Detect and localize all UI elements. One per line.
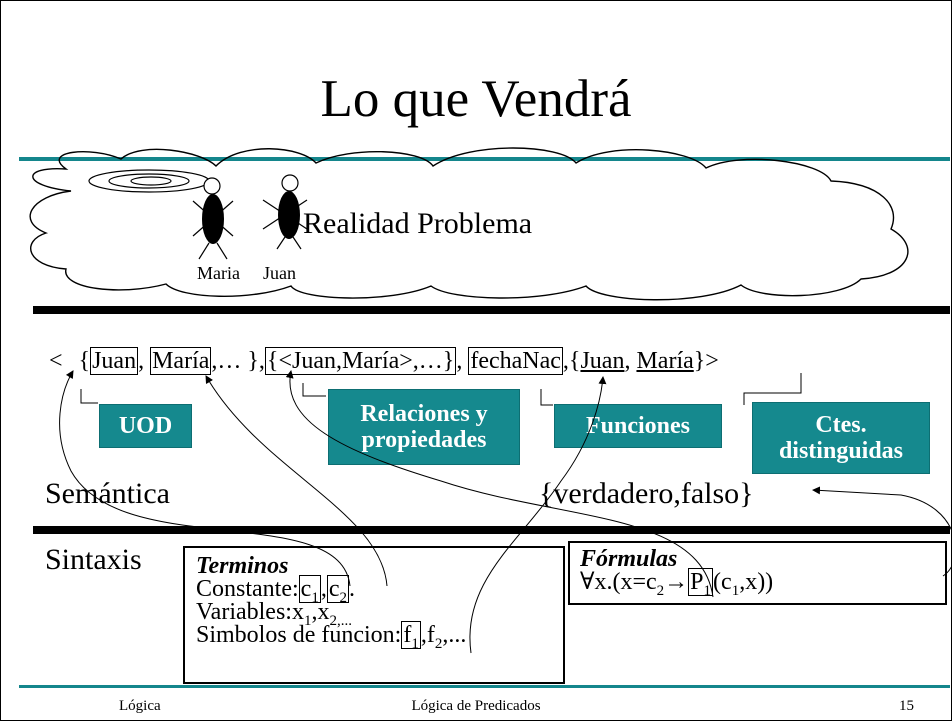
formulas-panel: Fórmulas ∀x.(x=c2→P1(c1,x)): [568, 541, 947, 605]
constant-c2: c2: [326, 575, 349, 606]
tuple-sep: ,: [456, 348, 469, 374]
function-end: ,...: [442, 622, 467, 648]
person-maria-figure: [192, 177, 234, 260]
functions-bracket: [540, 389, 553, 406]
semantic-tuple: < {Juan, María,… },{<Juan,María>,…}, fec…: [49, 346, 719, 376]
uod-maria: María: [150, 347, 212, 375]
formula-args-open: (c: [713, 569, 732, 595]
page-number: 15: [899, 698, 914, 714]
x2-sub: 2,...: [329, 612, 352, 629]
distinguished-open: ,{: [562, 348, 581, 374]
relations-bracket: [302, 383, 326, 397]
function-mid: ,f: [420, 622, 435, 648]
cloud-swirl-mid: [108, 173, 190, 189]
relations-set: {<Juan,María>,…}: [264, 347, 457, 375]
tuple-close: }>: [693, 348, 719, 374]
variables-line: Variables:x1,x2,...: [196, 599, 563, 628]
distinguished-maria: María: [636, 348, 694, 374]
distinguished-juan: Juan: [580, 348, 625, 374]
formula-prefix: ∀x.(x=c: [580, 569, 657, 595]
function-fechanac: fechaNac: [468, 347, 563, 375]
tag-relations-line2: propiedades: [361, 427, 487, 453]
formula-c1-sub: 1: [731, 582, 740, 599]
cloud-swirl-outer: [88, 169, 210, 193]
uod-sep: ,: [138, 348, 151, 374]
tag-distinguished-constants: Ctes. distinguidas: [752, 402, 930, 474]
cloud-outline: [29, 147, 909, 301]
tag-functions: Funciones: [554, 404, 722, 448]
tag-uod: UOD: [99, 404, 192, 448]
tuple-open: <: [49, 348, 63, 374]
constants-line: Constante:c1,c2.: [196, 575, 563, 606]
semantics-label: Semántica: [45, 477, 170, 510]
formula-rest: ,x)): [739, 569, 774, 595]
set-open: {: [78, 348, 91, 374]
tag-relations: Relaciones y propiedades: [328, 389, 520, 465]
title-divider: [19, 157, 950, 161]
cloud-swirl-inner: [130, 176, 172, 186]
terms-panel: Terminos Constante:c1,c2. Variables:x1,x…: [183, 546, 565, 684]
truth-values: {verdadero,falso}: [539, 477, 754, 510]
slide-title: Lo que Vendrá: [320, 70, 632, 128]
uod-bracket: [80, 389, 98, 404]
uod-juan: Juan: [90, 347, 139, 375]
syntax-label: Sintaxis: [45, 543, 142, 576]
footer-left: Lógica: [119, 698, 161, 714]
formula-line: ∀x.(x=c2→P1(c1,x)): [580, 568, 945, 599]
person-juan-figure: [262, 174, 308, 250]
person-label-juan: Juan: [263, 263, 296, 283]
distinguished-sep: ,: [624, 348, 637, 374]
uod-ellipsis: ,… },: [211, 348, 265, 374]
tag-relations-line1: Relaciones y: [360, 401, 488, 427]
implies-symbol: →: [664, 569, 689, 595]
footer-divider: [19, 685, 950, 688]
ctes-bracket: [743, 373, 802, 405]
constants-end: .: [348, 576, 355, 602]
f2-sub: 2: [434, 635, 443, 652]
variables-label: Variables:x: [196, 599, 304, 625]
cloud-label: Realidad Problema: [303, 207, 533, 240]
function-symbols-line: Simbolos de funcion:f1,f2,...: [196, 621, 563, 652]
predicate-p1: P1: [688, 568, 714, 599]
function-f1: f1: [401, 621, 421, 652]
reality-cloud: [29, 147, 909, 301]
variables-mid: ,x: [311, 599, 330, 625]
formulas-title: Fórmulas: [580, 546, 678, 572]
footer-center: Lógica de Predicados: [411, 698, 541, 714]
function-symbols-label: Simbolos de funcion:: [196, 622, 402, 648]
person-label-maria: Maria: [197, 263, 240, 283]
reality-divider: [33, 306, 950, 314]
terms-title: Terminos: [196, 553, 289, 579]
semantics-divider: [33, 526, 950, 534]
tag-ctes-line2: distinguidas: [778, 438, 904, 464]
x1-sub: 1: [303, 612, 312, 629]
tag-ctes-line1: Ctes.: [815, 412, 867, 438]
